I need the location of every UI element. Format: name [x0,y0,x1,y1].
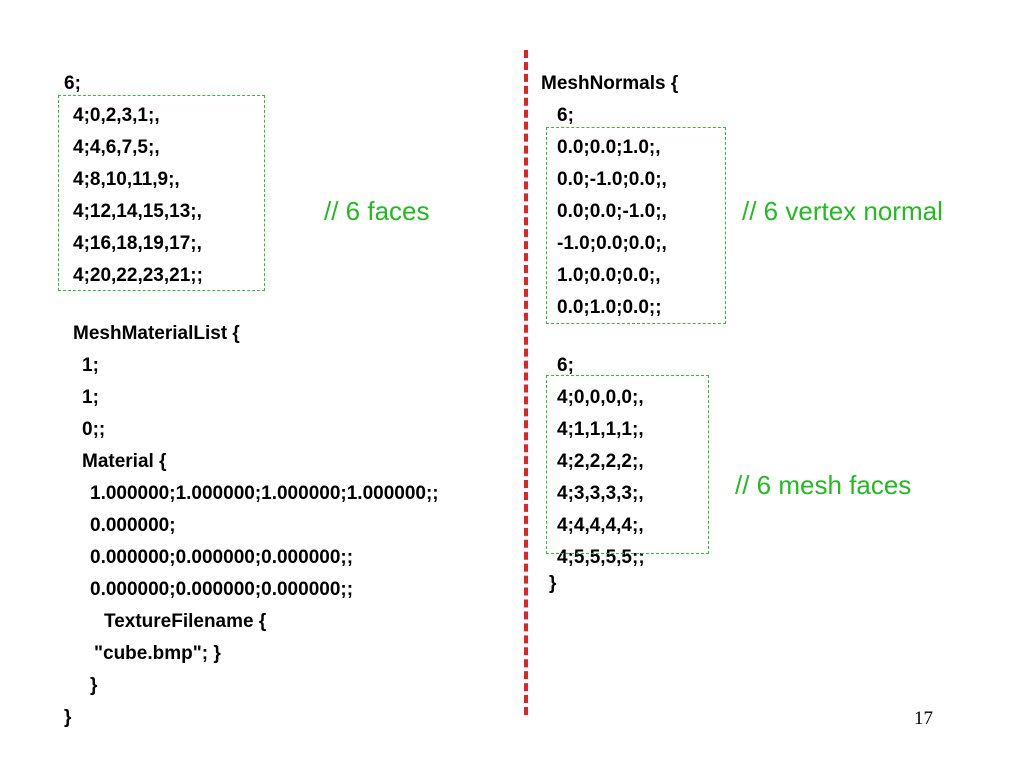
face-line: 4;20,22,23,21;; [73,265,203,286]
normal-line: -1.0;0.0;0.0;, [557,233,667,254]
normals-highlight-box [546,127,726,324]
normal-count: 6; [557,105,574,126]
face-count: 6; [64,73,81,94]
material-line: 0;; [82,419,106,440]
mesh-faces-highlight-box [546,375,709,554]
material-line: 0.000000; [90,515,176,536]
material-close: } [90,675,98,696]
texture-filename-open: TextureFilename { [104,611,267,632]
faces-comment: // 6 faces [324,196,430,226]
mesh-face-line: 4;0,0,0,0;, [557,387,644,408]
mesh-face-line: 4;5,5,5,5;; [557,547,645,568]
normal-line: 1.0;0.0;0.0;, [557,265,661,286]
face-line: 4;4,6,7,5;, [73,137,160,158]
page-number: 17 [914,708,933,729]
material-list-close: } [64,707,72,728]
mesh-normals-open: MeshNormals { [541,73,679,94]
mesh-face-line: 4;2,2,2,2;, [557,451,644,472]
normal-line: 0.0;1.0;0.0;; [557,297,662,318]
normal-line: 0.0;-1.0;0.0;, [557,169,667,190]
material-line: 0.000000;0.000000;0.000000;; [90,547,354,568]
mesh-face-line: 4;1,1,1,1;, [557,419,644,440]
face-line: 4;8,10,11,9;, [73,169,180,190]
normal-line: 0.0;0.0;-1.0;, [557,201,667,222]
face-line: 4;12,14,15,13;, [73,201,202,222]
texture-filename-value: "cube.bmp"; } [94,643,221,664]
column-divider [524,50,528,715]
material-line: 1; [82,387,99,408]
faces-highlight-box [58,95,265,291]
material-line: 1; [82,355,99,376]
vertex-normal-comment: // 6 vertex normal [742,196,943,226]
mesh-face-count: 6; [557,355,574,376]
normal-line: 0.0;0.0;1.0;, [557,137,661,158]
face-line: 4;0,2,3,1;, [73,105,160,126]
material-line: 0.000000;0.000000;0.000000;; [90,579,354,600]
material-line: 1.000000;1.000000;1.000000;1.000000;; [90,483,439,504]
mesh-face-line: 4;3,3,3,3;, [557,483,644,504]
mesh-normals-close: } [549,573,557,594]
face-line: 4;16,18,19,17;, [73,233,202,254]
material-list-open: MeshMaterialList { [73,323,240,344]
mesh-faces-comment: // 6 mesh faces [735,470,912,500]
material-open: Material { [82,451,167,472]
mesh-face-line: 4;4,4,4,4;, [557,515,644,536]
